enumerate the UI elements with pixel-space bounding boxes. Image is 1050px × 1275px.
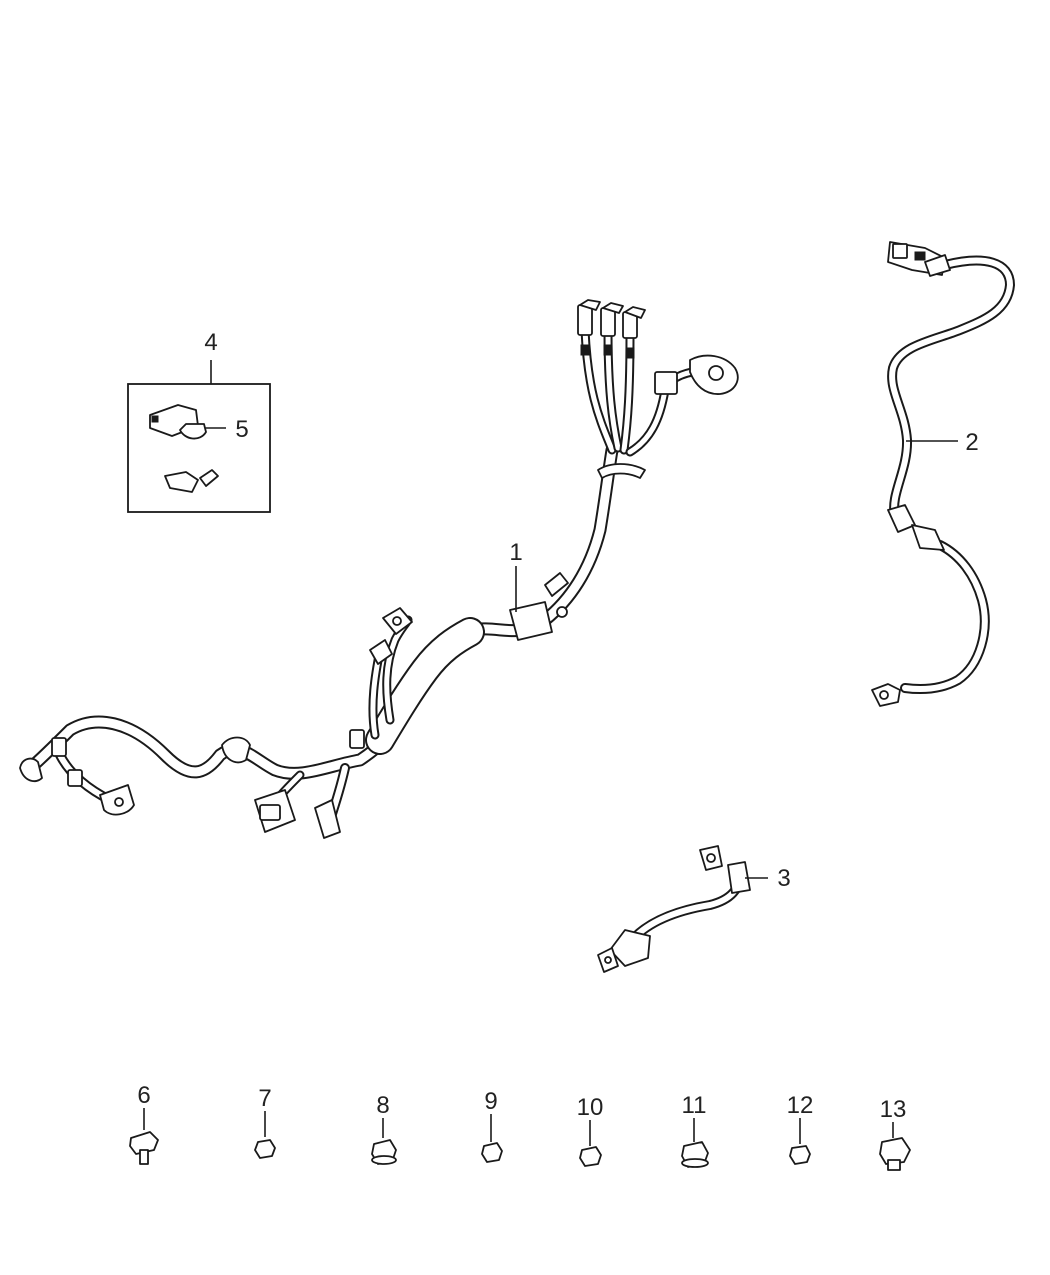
callout-9: 9 — [484, 1088, 497, 1115]
callout-13: 13 — [880, 1096, 907, 1123]
callout-5: 5 — [235, 416, 248, 443]
battery-cable-right — [871, 241, 1015, 707]
callout-12: 12 — [787, 1092, 814, 1119]
callout-10: 10 — [577, 1094, 604, 1121]
fastener-9-nut — [481, 1142, 503, 1163]
battery-jumper-cable — [597, 845, 751, 973]
fastener-10-nut — [579, 1146, 602, 1167]
callout-1: 1 — [509, 539, 522, 566]
callout-3: 3 — [777, 865, 790, 892]
fastener-13-bolt — [879, 1137, 911, 1171]
fastener-6-bolt — [129, 1131, 159, 1165]
fastener-7-nut — [254, 1139, 276, 1159]
callout-2: 2 — [965, 429, 978, 456]
sensor-kit-box — [127, 360, 271, 513]
callout-4: 4 — [204, 329, 217, 356]
callout-11: 11 — [682, 1092, 707, 1119]
battery-harness-main — [19, 299, 739, 839]
callout-8: 8 — [376, 1092, 389, 1119]
fastener-8-flange-nut — [371, 1139, 397, 1165]
fastener-12-nut — [789, 1145, 811, 1165]
callout-6: 6 — [137, 1082, 150, 1109]
fastener-11-flange-nut — [681, 1141, 709, 1168]
callout-7: 7 — [258, 1085, 271, 1112]
